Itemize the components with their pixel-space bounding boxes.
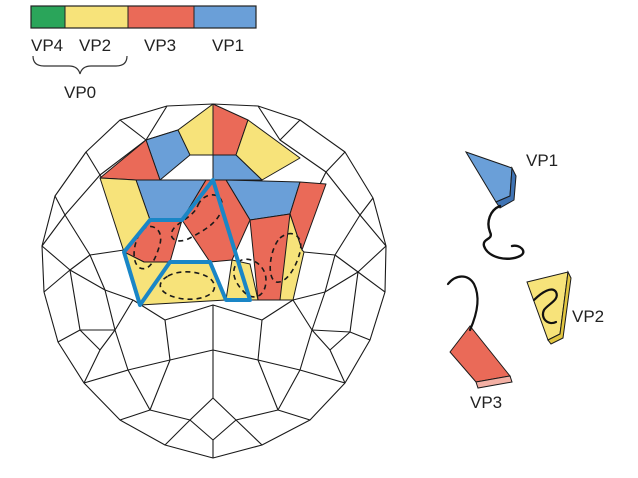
vp3-block-side <box>475 375 513 389</box>
legend-swatch-vp4 <box>31 6 65 28</box>
legend-label-vp1: VP1 <box>212 36 244 55</box>
vp1-tail <box>482 204 525 260</box>
vp3-label: VP3 <box>470 393 502 412</box>
pentamer-face <box>99 103 327 306</box>
legend-label-vp2: VP2 <box>79 36 111 55</box>
subunit-vp1: VP1 <box>464 151 558 260</box>
vp0-brace <box>32 55 128 75</box>
vp2-block-side <box>547 270 572 345</box>
legend-swatch-vp2 <box>65 6 128 28</box>
protomer-highlight <box>122 178 252 307</box>
legend-label-vp4: VP4 <box>31 36 63 55</box>
vp1-label: VP1 <box>526 151 558 170</box>
vp2-loop <box>532 288 558 325</box>
vp1-block-side <box>495 166 517 209</box>
capsid-lattice <box>41 103 387 459</box>
legend-label-vp3: VP3 <box>144 36 176 55</box>
legend-group-label-vp0: VP0 <box>64 83 96 102</box>
vp3-block <box>449 325 511 383</box>
subunit-vp2: VP2 <box>526 270 604 345</box>
legend: VP4 VP2 VP3 VP1 VP0 <box>30 5 257 102</box>
legend-swatch-vp1 <box>194 6 256 28</box>
subunit-vp3: VP3 <box>446 275 513 412</box>
pentamer-wedge-vp1 <box>212 154 263 181</box>
vp2-label: VP2 <box>572 307 604 326</box>
vp1-block <box>464 151 513 203</box>
vp3-tail <box>446 275 479 332</box>
dashed-loops <box>133 194 302 300</box>
legend-swatch-vp3 <box>128 6 194 28</box>
